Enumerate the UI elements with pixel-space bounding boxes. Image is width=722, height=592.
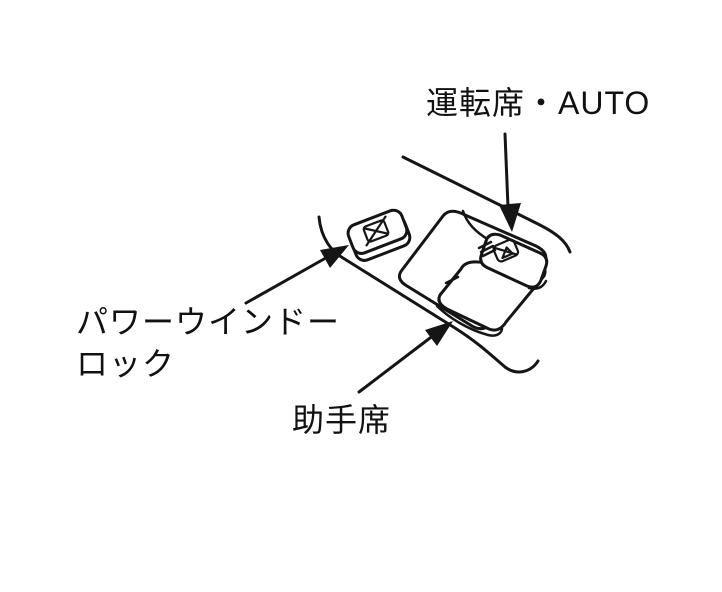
driver-window-icon — [492, 238, 520, 263]
driver-auto-label: 運転席・AUTO — [426, 85, 651, 121]
passenger-seat-label: 助手席 — [292, 402, 392, 438]
window-lock-icon — [362, 215, 390, 247]
passenger-switch-bevel-line — [435, 304, 504, 337]
armrest-contour-line — [317, 215, 540, 374]
passenger-callout-arrow-shaft — [357, 336, 432, 394]
driver-switch-bevel-line — [527, 279, 548, 290]
door-trim-edge-line — [401, 155, 572, 254]
power-window-lock-label-line1: パワーウインドー — [76, 304, 341, 340]
passenger-callout-arrowhead — [425, 321, 453, 346]
power-window-lock-label: パワーウインドー ロック — [76, 302, 340, 385]
lock-callout-arrowhead — [320, 245, 349, 268]
window-lock-button — [346, 208, 412, 262]
driver-callout-arrow-shaft — [503, 132, 510, 209]
passenger-switch-dash — [444, 275, 460, 285]
power-window-lock-label-line2: ロック — [76, 345, 176, 382]
lock-callout-arrow-shaft — [244, 257, 326, 305]
driver-callout-arrowhead — [499, 203, 521, 232]
